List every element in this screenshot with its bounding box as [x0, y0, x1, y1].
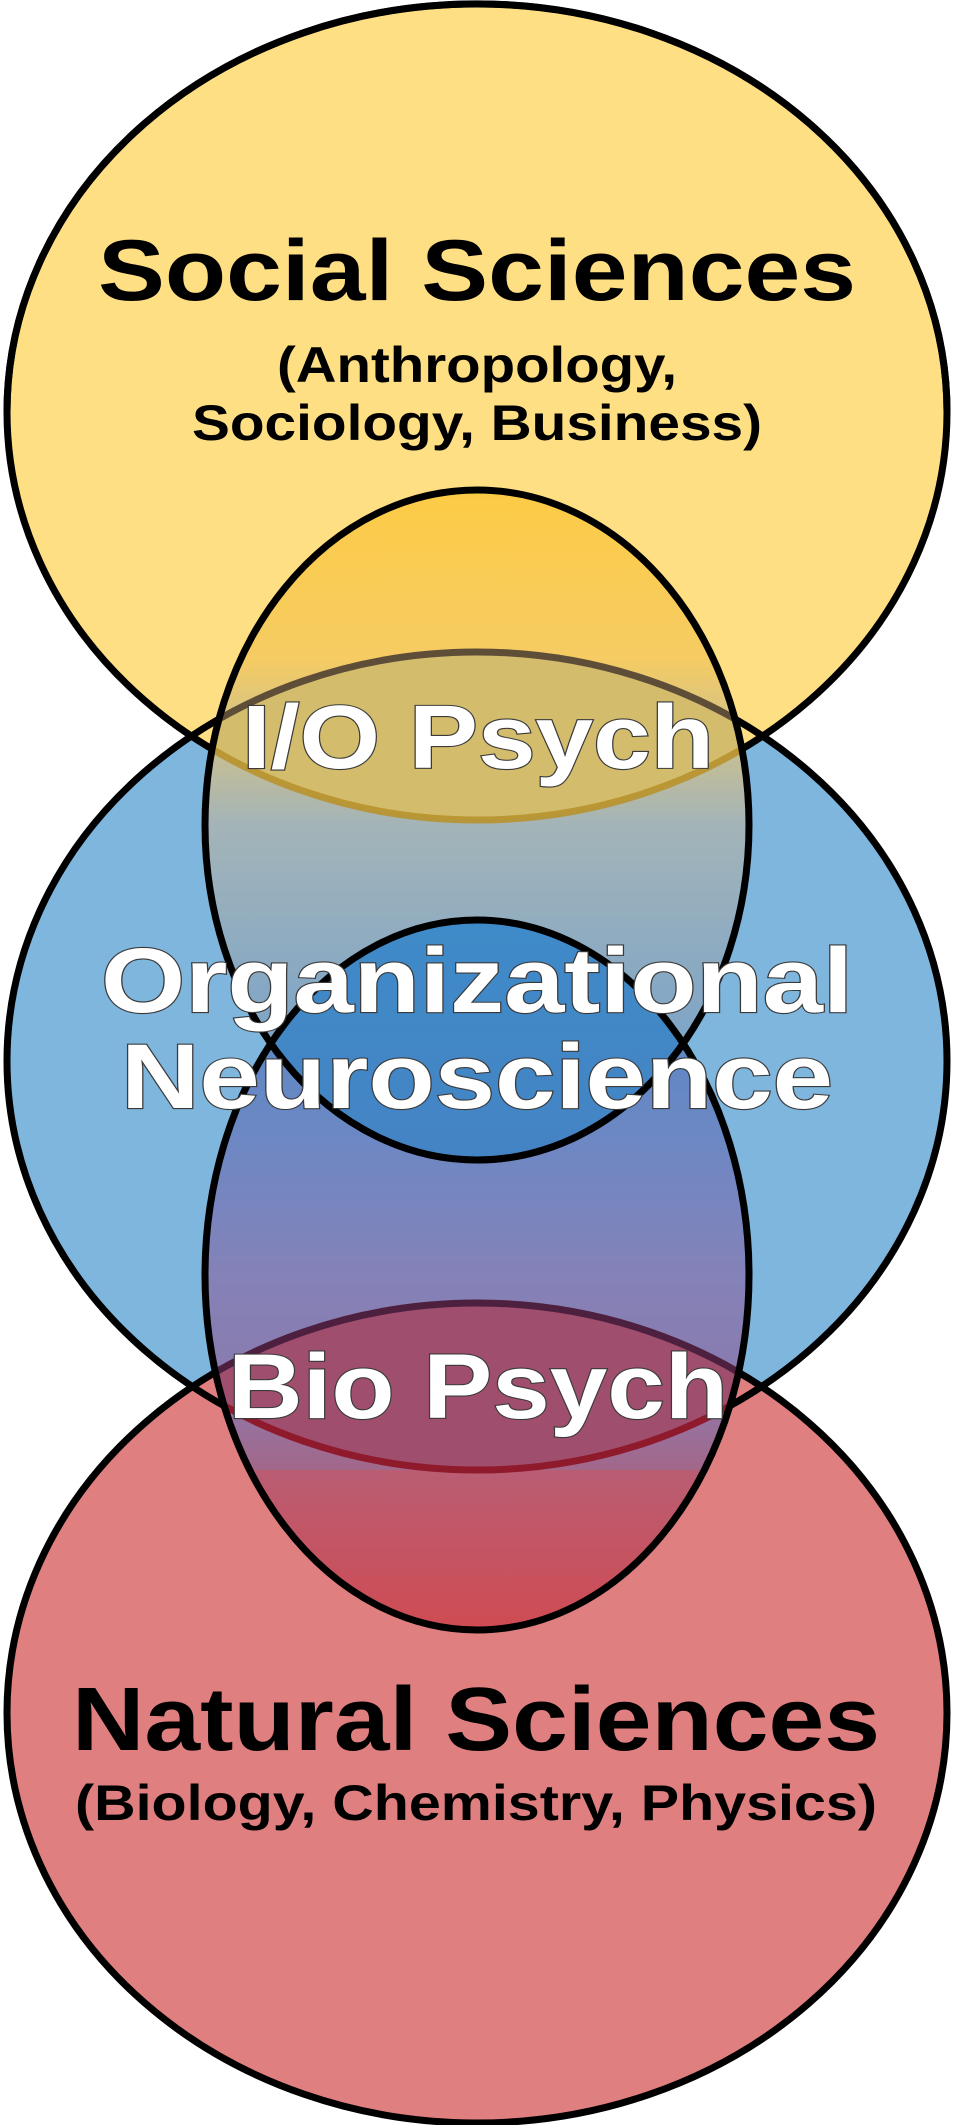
natural-sciences-subtitle: (Biology, Chemistry, Physics) [75, 1775, 877, 1831]
social-sciences-subtitle-line-2: Sociology, Business) [192, 395, 762, 451]
social-sciences-title: Social Sciences [98, 223, 856, 319]
core-overlap-region [205, 920, 749, 1160]
natural-sciences-circle [7, 1303, 947, 2123]
io-psych-label: I/O Psych [242, 688, 714, 788]
social-sciences-subtitle-line-1: (Anthropology, [277, 337, 677, 393]
lower-overlap-outline [201, 916, 753, 1634]
social-sciences-circle [7, 4, 947, 820]
upper-overlap-outline [201, 486, 753, 1164]
organizational-neuroscience-line-1: Organizational [101, 930, 853, 1032]
natural-sciences-title: Natural Sciences [72, 1670, 880, 1770]
organizational-neuroscience-line-2: Neuroscience [121, 1026, 833, 1128]
bio-psych-label: Bio Psych [228, 1336, 728, 1438]
